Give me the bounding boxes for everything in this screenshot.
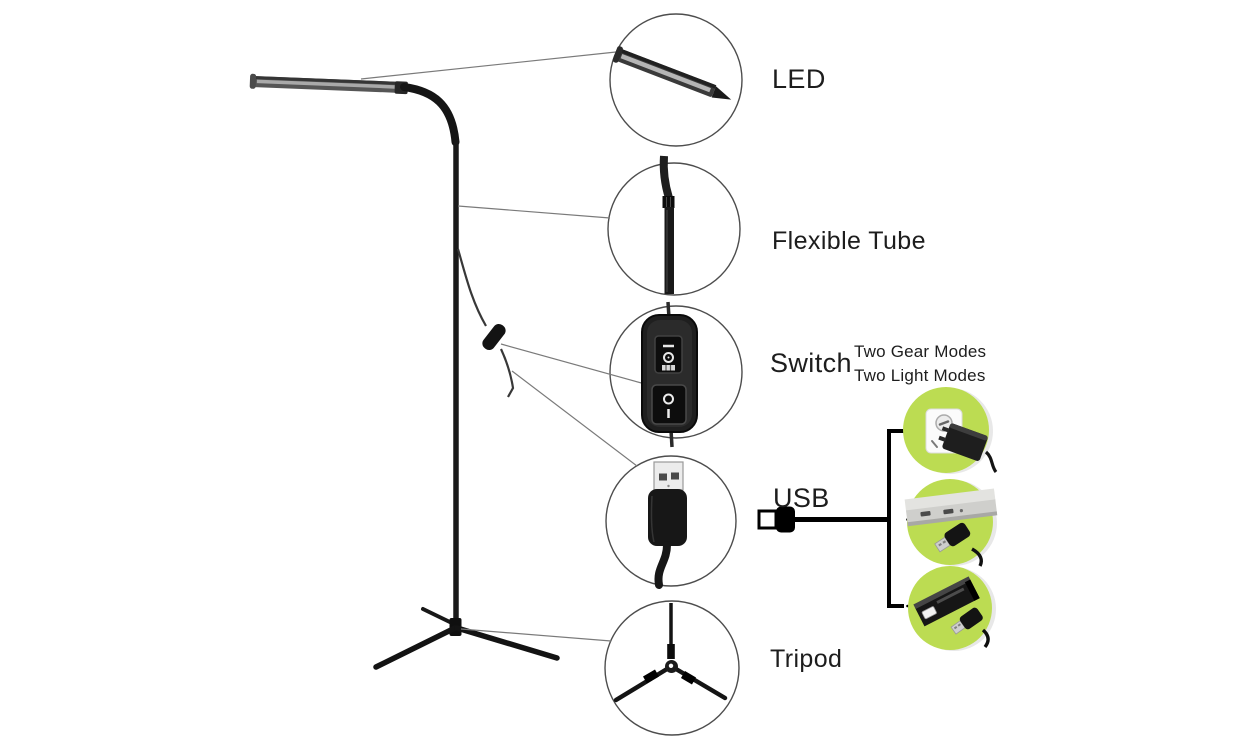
callout-label-led: LED xyxy=(772,64,826,94)
switch-remote-icon xyxy=(641,301,698,448)
laptop-edge xyxy=(904,488,998,527)
switch-note-gear-modes: Two Gear Modes xyxy=(854,342,987,361)
leader-switch xyxy=(500,343,646,385)
power-source-power-bank xyxy=(908,566,996,651)
floor-lamp xyxy=(249,73,560,670)
laptop-usb-plug xyxy=(934,522,971,553)
lamp-gooseneck xyxy=(400,83,460,146)
lamp-cord xyxy=(456,248,487,327)
callout-label-tripod: Tripod xyxy=(770,645,843,673)
usb-glyph-body xyxy=(776,506,795,533)
lamp-inline-switch xyxy=(482,323,506,351)
lamp-cord-tail xyxy=(500,348,515,398)
power-bank-body xyxy=(913,576,980,627)
outlet-adapter xyxy=(938,423,988,461)
leader-lines xyxy=(360,51,646,642)
callout-label-usb: USB xyxy=(773,483,830,513)
switch-note-light-modes: Two Light Modes xyxy=(854,366,986,385)
lamp-tripod-base xyxy=(373,607,560,670)
usb-plug-icon xyxy=(648,461,687,589)
power-bank-usb-plug xyxy=(950,607,983,635)
tripod-icon xyxy=(613,603,728,703)
power-source-laptop xyxy=(904,479,998,567)
leader-tripod xyxy=(460,628,612,642)
led-bar-icon xyxy=(612,46,732,100)
leader-usb xyxy=(511,370,638,467)
usb-connection-bracket xyxy=(757,429,909,608)
power-bank-print xyxy=(936,587,965,604)
power-source-wall-outlet xyxy=(903,387,998,474)
callout-label-flexible-tube: Flexible Tube xyxy=(772,227,926,255)
leader-led xyxy=(360,51,617,80)
flexible-tube-icon xyxy=(659,155,675,294)
callout-label-switch: Switch xyxy=(770,348,852,378)
leader-flexible-tube xyxy=(457,205,611,219)
